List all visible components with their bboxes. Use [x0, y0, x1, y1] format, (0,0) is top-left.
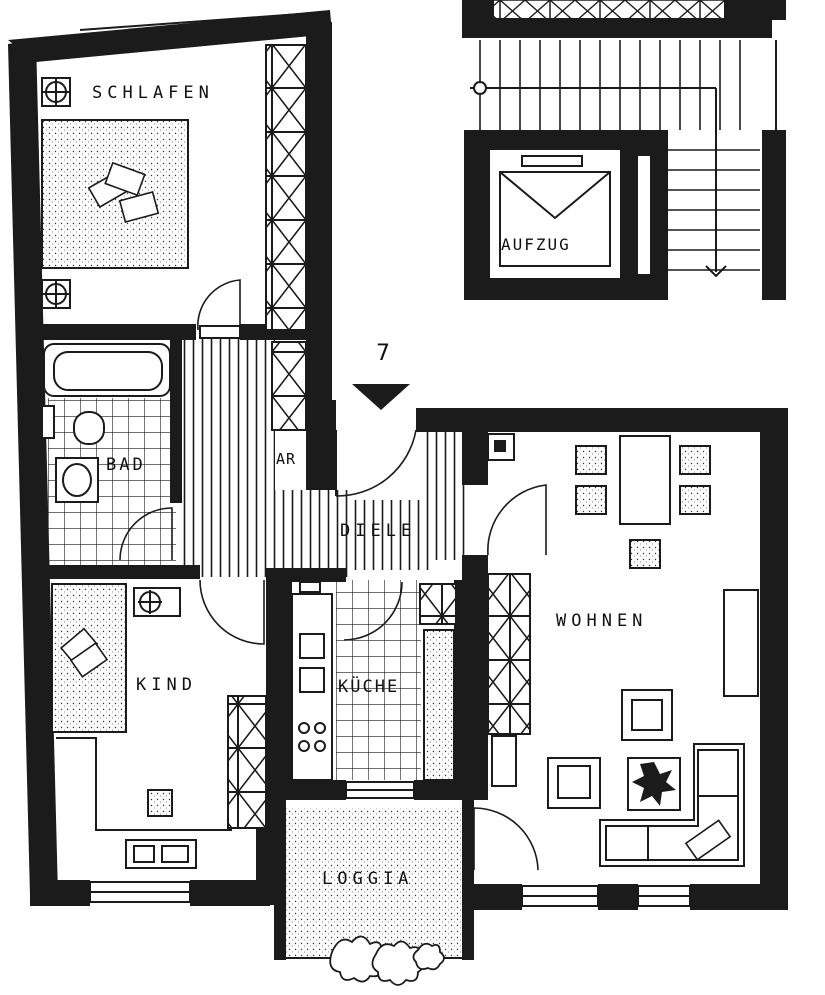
wall-kueche-bottom-2: [414, 780, 470, 800]
room-label-schlafen: SCHLAFEN: [92, 83, 214, 103]
kueche-tiles: [336, 580, 421, 780]
lamp-kind-icon: [133, 587, 181, 617]
door-loggia: [473, 807, 539, 871]
wall-kind-bottom: [30, 880, 90, 906]
counter-right: [423, 629, 455, 781]
door-schlafen: [197, 279, 241, 331]
plants-loggia: [329, 935, 445, 986]
entrance-number: 7: [376, 341, 390, 366]
diele-hatch-mid: [340, 500, 430, 570]
wardrobe-schlafen: [265, 44, 307, 331]
lamp-icon: [41, 77, 71, 309]
wall-kueche-left: [266, 568, 292, 800]
stove-icon: [298, 722, 326, 752]
radiator-kind: [125, 839, 197, 869]
room-label-diele: DIELE: [340, 521, 416, 541]
toilet: [73, 411, 105, 445]
room-label-kueche: KÜCHE: [338, 675, 399, 697]
door-kueche: [343, 581, 403, 641]
entrance-arrow-icon: [352, 384, 410, 410]
wall-wohnen-bottom-2: [598, 884, 638, 910]
bathtub: [43, 343, 171, 397]
room-label-ar: AR: [276, 450, 296, 468]
armchair-left: [547, 757, 601, 809]
wall-bad-right: [170, 338, 182, 503]
wall-loggia-left: [274, 800, 286, 960]
wall-wohnen-bottom-3: [690, 884, 788, 910]
door-bad: [119, 507, 173, 561]
room-label-wohnen: WOHNEN: [556, 611, 647, 631]
wall-kueche-bottom: [286, 780, 346, 800]
pillows-kind: [59, 627, 109, 678]
wall-ar-right: [306, 400, 336, 490]
armchair-top: [621, 689, 673, 741]
wardrobe-ar: [271, 341, 307, 431]
door-wohnen: [487, 484, 547, 556]
wall-wohnen-top: [416, 408, 788, 432]
wall-kind-bottom-2: [190, 880, 270, 906]
room-label-aufzug: AUFZUG: [501, 235, 571, 254]
door-kind: [199, 579, 265, 645]
desk-kind: [56, 737, 232, 831]
wall-left-outer: [8, 40, 58, 895]
sofa: [599, 743, 745, 867]
wall-kueche-top: [266, 568, 346, 582]
wall-schlafen-bottom: [36, 324, 196, 340]
dining-table: [619, 435, 671, 525]
wardrobe-kind: [227, 695, 267, 829]
sideboard: [723, 589, 759, 697]
corridor-hatch: [180, 335, 275, 577]
windows: [79, 13, 691, 907]
wall-wohnen-left-upper: [462, 430, 488, 485]
chair-kind: [147, 789, 173, 817]
dining-chairs: [575, 445, 711, 569]
stairwell: [462, 0, 786, 300]
room-label-kind: KIND: [136, 675, 197, 695]
wall-bad-bottom: [40, 565, 200, 579]
diele-hatch-left: [270, 490, 350, 577]
wall-loggia-right: [462, 800, 474, 960]
room-label-loggia: LOGGIA: [322, 869, 413, 889]
room-label-bad: BAD: [106, 455, 146, 475]
door-entrance: [335, 429, 417, 497]
wardrobe-wohnen: [487, 573, 531, 735]
plant-icon: [632, 762, 676, 806]
wall-wohnen-right: [760, 408, 788, 908]
pillows-schlafen: [87, 161, 160, 224]
wall-kueche-right: [454, 580, 468, 780]
wardrobe-kueche: [419, 583, 457, 625]
loggia-floor: [286, 808, 464, 958]
wall-schlafen-right: [306, 22, 332, 420]
